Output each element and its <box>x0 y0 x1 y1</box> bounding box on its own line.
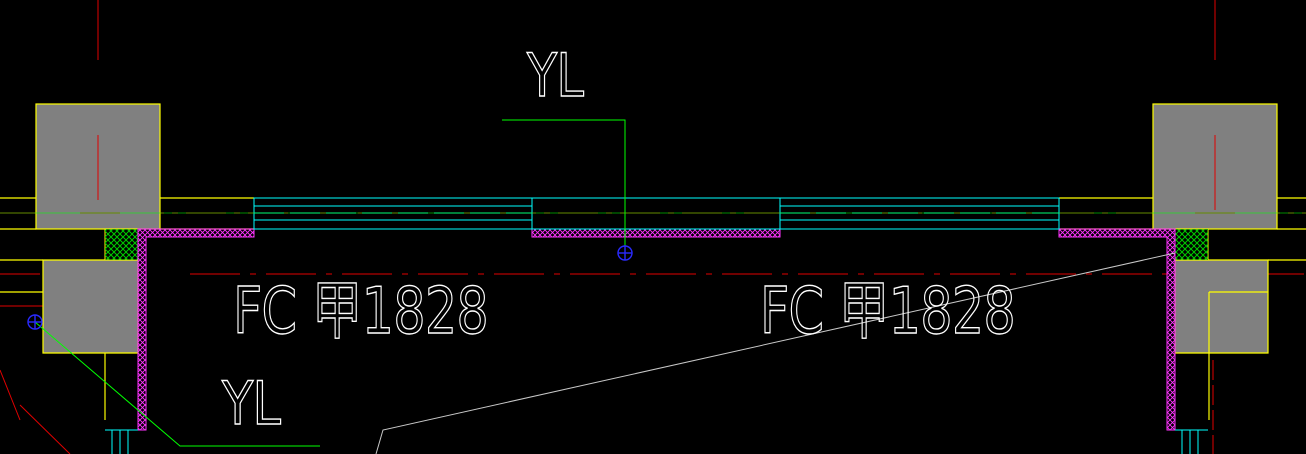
lower-frames <box>105 429 1208 454</box>
reference-line <box>375 252 1176 454</box>
tag-yl-top: YL <box>526 41 584 111</box>
marker-icon-left[interactable] <box>27 314 43 330</box>
column-axis-marks <box>80 135 1235 214</box>
tag-yl-bottom: YL <box>221 369 281 439</box>
window-label-left: FC 甲1828 <box>233 275 488 349</box>
marker-icon[interactable] <box>617 245 633 261</box>
window-label-right: FC 甲1828 <box>760 275 1015 349</box>
leader-lines <box>0 119 1306 447</box>
column-right[interactable] <box>1152 103 1278 420</box>
